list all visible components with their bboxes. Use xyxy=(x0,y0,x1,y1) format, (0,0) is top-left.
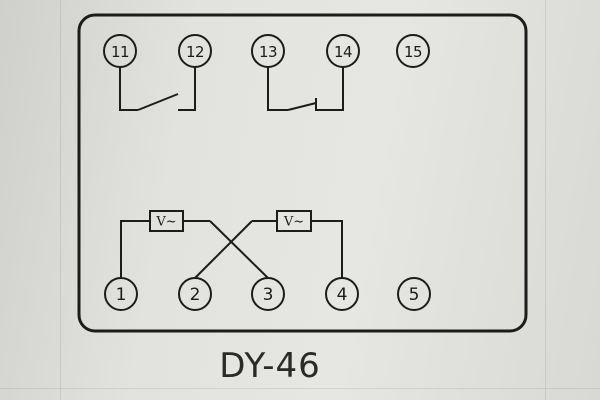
terminal-12: 12 xyxy=(178,34,212,68)
right-coil-label: V~ xyxy=(283,215,304,230)
terminal-label-15: 15 xyxy=(404,43,422,61)
terminal-label-5: 5 xyxy=(409,285,420,305)
terminal-1: 1 xyxy=(104,277,138,311)
terminal-label-1: 1 xyxy=(116,285,127,305)
right-coil-wiring xyxy=(194,220,343,279)
bleed-through-line xyxy=(0,388,600,389)
normally-open-contact xyxy=(119,67,196,111)
right-voltage-coil: V~ xyxy=(276,210,312,232)
model-number: DY-46 xyxy=(219,346,321,386)
bleed-through-line xyxy=(545,0,546,400)
terminal-5: 5 xyxy=(397,277,431,311)
terminal-label-2: 2 xyxy=(190,285,201,305)
normally-closed-contact xyxy=(267,67,344,111)
terminal-2: 2 xyxy=(178,277,212,311)
terminal-14: 14 xyxy=(326,34,360,68)
terminal-label-4: 4 xyxy=(337,285,348,305)
terminal-label-14: 14 xyxy=(334,43,352,61)
terminal-label-11: 11 xyxy=(111,43,129,61)
bleed-through-line xyxy=(60,0,61,400)
terminal-label-12: 12 xyxy=(186,43,204,61)
left-coil-label: V~ xyxy=(155,215,176,230)
terminal-11: 11 xyxy=(103,34,137,68)
left-voltage-coil: V~ xyxy=(149,210,184,232)
terminal-label-13: 13 xyxy=(259,43,277,61)
terminal-13: 13 xyxy=(251,34,285,68)
left-coil-wiring xyxy=(120,220,269,279)
terminal-15: 15 xyxy=(396,34,430,68)
terminal-label-3: 3 xyxy=(263,285,274,305)
terminal-3: 3 xyxy=(251,277,285,311)
device-outline xyxy=(77,13,528,333)
terminal-4: 4 xyxy=(325,277,359,311)
